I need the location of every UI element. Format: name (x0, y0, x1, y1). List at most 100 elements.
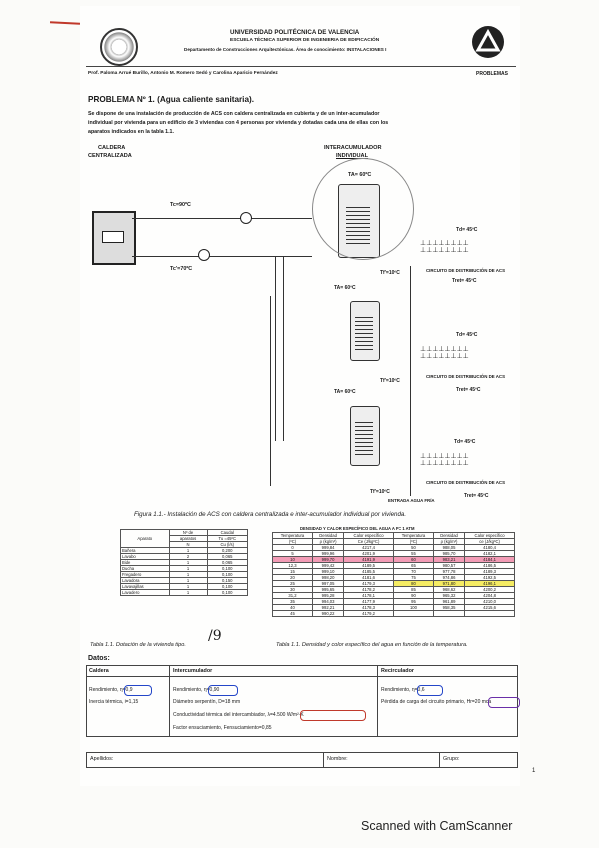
label-circuit-2: CIRCUITO DE DISTRIBUCIÓN DE ACS (426, 374, 506, 379)
page-number: 1 (532, 768, 536, 774)
riser-2 (283, 256, 285, 441)
table-cell: 1 (168, 589, 208, 596)
table-cell (392, 610, 434, 617)
label-tc-supply: Tc=90ºC (170, 202, 191, 208)
label-individual: INDIVIDUAL (336, 153, 369, 159)
inter-ensuciamiento: Factor ensuciamiento, Fensuciamiento=0,8… (173, 725, 272, 731)
inter-rendimiento: Rendimiento, η=0,90 (173, 687, 220, 693)
th-aparato: Aparato (120, 529, 170, 548)
riser-1 (275, 256, 277, 441)
table-cell: 990,22 (311, 610, 345, 617)
label-tret-1: Tret= 45ºC (452, 278, 477, 284)
footer-rule-2 (439, 753, 440, 767)
statement-line-2: individual por vivienda para un edificio… (88, 120, 389, 126)
pen-circle-hr (488, 697, 520, 708)
return-pipe (132, 256, 312, 258)
figure-caption: Figura 1.1.- Instalación de ACS con cald… (134, 511, 407, 518)
inter-diametro: Diámetro serpentín, D=18 mm (173, 699, 241, 705)
datos-title: Datos: (88, 655, 110, 662)
table-cell: Lavadero (120, 589, 170, 596)
label-tf-3: Tf'=10ºC (370, 489, 390, 495)
datos-table: Caldera Rendimiento, η=0,9 Inercia térmi… (86, 665, 520, 737)
valve-icon (240, 212, 252, 224)
table-cell: 45 (272, 610, 313, 617)
fixtures-2-icon: ⊥⊥⊥⊥⊥⊥⊥⊥⊥⊥⊥⊥⊥⊥⊥⊥ (420, 346, 469, 360)
logo-a-icon (472, 26, 504, 58)
table-cell (432, 610, 466, 617)
recirc-perdida: Pérdida de carga del circuito primario, … (381, 699, 492, 705)
caldera-header: Caldera (89, 668, 109, 674)
department: Departamento de Construcciones Arquitect… (184, 47, 387, 52)
nombre-label: Nombre: (327, 756, 348, 762)
datos-col-rule-1 (169, 666, 170, 736)
school-name: ESCUELA TÉCNICA SUPERIOR DE INGENIERIA D… (230, 38, 380, 43)
exam-sheet: UNIVERSIDAD POLITÉCNICA DE VALENCIA ESCU… (80, 6, 535, 786)
label-ta-3: TA= 60ºC (334, 389, 356, 395)
pen-circle-inter (208, 685, 238, 696)
statement-line-3: aparatos indicados en la tabla 1.1. (88, 129, 174, 135)
inter-header: Intercumulador (173, 668, 213, 674)
footer-name-box: Apellidos: Nombre: Grupo: (86, 752, 518, 768)
pen-circle-recirc (417, 685, 443, 696)
datos-col-rule-2 (377, 666, 378, 736)
label-interacumulador: INTERACUMULADOR (324, 145, 382, 151)
tank-2-coil (355, 316, 373, 350)
label-entrada: ENTRADA AGUA FRÍA (388, 498, 435, 503)
inter-conductividad: Conductividad térmica del intercambiador… (173, 712, 304, 718)
table-header-row: (ºC)ρ (kg/m³)Ce (J/kgºC)(ºC)ρ (kg/m³)ce … (272, 538, 515, 545)
label-td-3: Td= 45ºC (454, 439, 476, 445)
table-cell: 0,100 (206, 589, 249, 596)
red-pen-mark (49, 21, 81, 25)
pen-circle-lambda (300, 710, 366, 721)
label-tret-3: Tret= 45ºC (464, 493, 489, 499)
section-label: PROBLEMAS (476, 71, 508, 77)
camscanner-watermark: Scanned with CamScanner (361, 819, 513, 833)
tank-1-circle (312, 158, 414, 260)
footer-rule-1 (323, 753, 324, 767)
label-circuit-1: CIRCUITO DE DISTRIBUCIÓN DE ACS (426, 268, 506, 273)
grupo-label: Grupo: (443, 756, 460, 762)
fixtures-1-icon: ⊥⊥⊥⊥⊥⊥⊥⊥⊥⊥⊥⊥⊥⊥⊥⊥ (420, 240, 469, 254)
label-tc-return: Tc'=70ºC (170, 266, 193, 272)
recirc-header: Recirculador (381, 668, 414, 674)
supply-pipe (132, 218, 312, 220)
label-caldera: CALDERA (98, 145, 126, 151)
caldera-rendimiento: Rendimiento, η=0,9 (89, 687, 133, 693)
datos-header-rule (87, 676, 517, 677)
label-td-1: Td= 45ºC (456, 227, 478, 233)
handwritten-nine: /9 (208, 628, 222, 644)
table-cell (464, 610, 515, 617)
boiler-display (102, 231, 124, 243)
label-centralizada: CENTRALIZADA (88, 153, 132, 159)
table-dotacion: Aparato Nº de Caudal aparatos Tu =45ºC N… (120, 529, 249, 596)
problem-title: PROBLEMA Nº 1. (Agua caliente sanitaria)… (88, 95, 255, 104)
apellidos-label: Apellidos: (90, 756, 114, 762)
label-tret-2: Tret= 45ºC (456, 387, 481, 393)
pump-icon (198, 249, 210, 261)
cold-water-riser (410, 266, 412, 496)
statement-line-1: Se dispone de una instalación de producc… (88, 111, 380, 117)
label-tf-2: Tf'=10ºC (380, 378, 400, 384)
label-ta-2: TA= 60ºC (334, 285, 356, 291)
university-name: UNIVERSIDAD POLITÉCNICA DE VALENCIA (230, 29, 360, 36)
recirc-rendimiento: Rendimiento, η=0,6 (381, 687, 425, 693)
tank-3-coil (355, 421, 373, 455)
caldera-inercia: Inercia térmica, i=1,15 (89, 699, 139, 705)
label-ta-top: TA= 60ºC (348, 172, 372, 178)
table12-caption: Tabla 1.1. Densidad y color específico d… (276, 642, 468, 648)
pen-circle-caldera (124, 685, 152, 696)
label-tf-1: Tf'=10ºC (380, 270, 400, 276)
label-td-2: Td= 45ºC (456, 332, 478, 338)
university-seal-icon (100, 28, 138, 66)
boiler-icon (92, 211, 136, 265)
authors: Prof. Paloma Arrué Burillo, Antonio M. R… (88, 71, 278, 76)
fixtures-3-icon: ⊥⊥⊥⊥⊥⊥⊥⊥⊥⊥⊥⊥⊥⊥⊥⊥ (420, 453, 469, 467)
header-rule (86, 66, 516, 67)
table-cell: 4179,2 (343, 610, 394, 617)
